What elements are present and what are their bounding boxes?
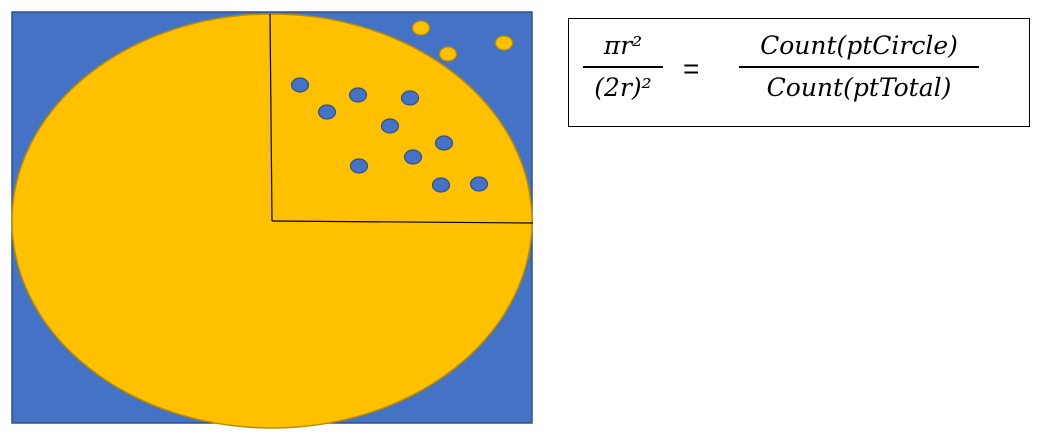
sample-point-outside xyxy=(411,20,431,36)
sample-point-inside xyxy=(431,177,451,193)
radius-line-vertical xyxy=(269,13,273,222)
area-ratio-fraction: πr² (2r)² xyxy=(583,29,663,105)
count-ratio-denominator: Count(ptTotal) xyxy=(766,73,952,102)
sample-point-inside xyxy=(403,149,423,165)
count-ratio-fraction: Count(ptCircle) Count(ptTotal) xyxy=(739,29,979,105)
area-ratio-numerator: πr² xyxy=(603,31,643,60)
sample-point-inside xyxy=(348,87,368,103)
points-outside-circle xyxy=(411,20,514,62)
sample-point-outside xyxy=(438,46,458,62)
count-ratio-numerator: Count(ptCircle) xyxy=(760,31,958,60)
sample-point-inside xyxy=(400,90,420,106)
sample-point-outside xyxy=(494,35,514,51)
sample-point-inside xyxy=(380,118,400,134)
sample-point-inside xyxy=(290,77,310,93)
equals-sign: = xyxy=(683,53,700,84)
sample-point-inside xyxy=(434,135,454,151)
area-ratio-denominator: (2r)² xyxy=(594,73,652,102)
sample-point-inside xyxy=(317,104,337,120)
sample-point-inside xyxy=(349,158,369,174)
fraction-bar-right xyxy=(739,66,979,68)
formula-box: πr² (2r)² = Count(ptCircle) Count(ptTota… xyxy=(568,18,1030,127)
points-inside-circle xyxy=(290,77,489,193)
fraction-bar-left xyxy=(583,66,663,68)
radius-line-horizontal xyxy=(271,220,534,224)
sample-point-inside xyxy=(469,176,489,192)
